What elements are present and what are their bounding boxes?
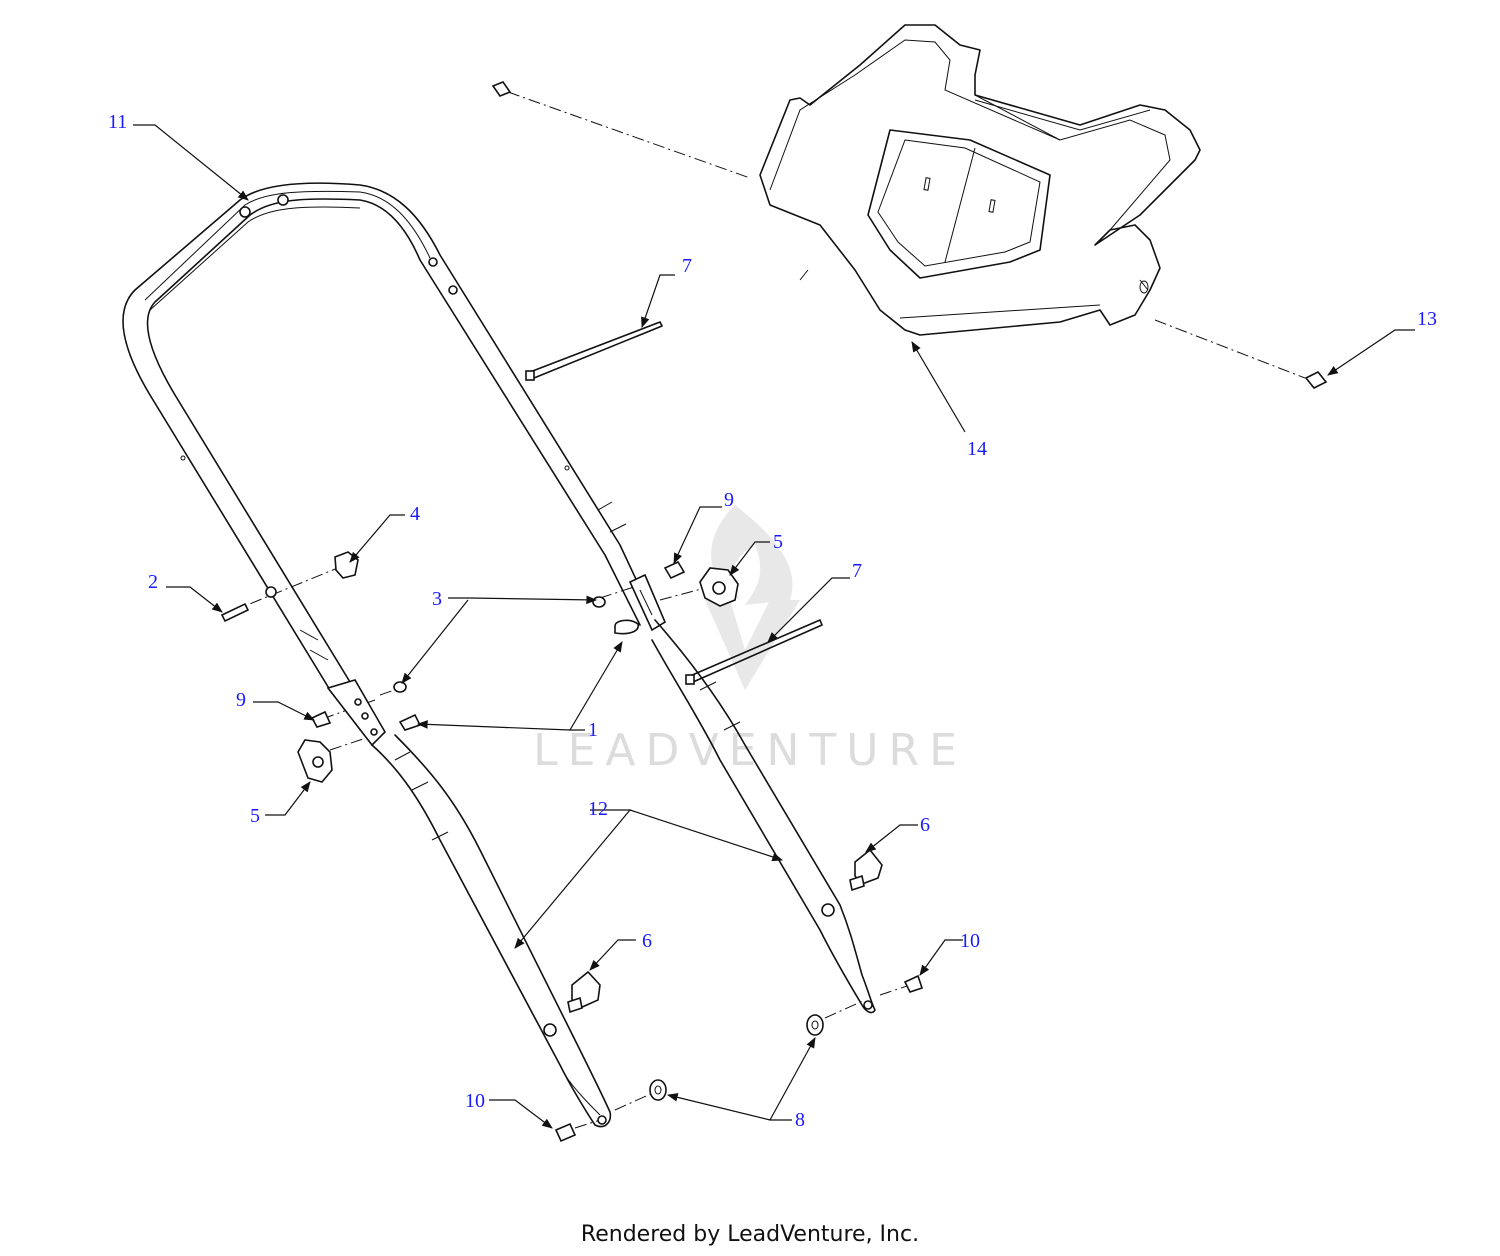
callout-7-lower: 7: [852, 560, 862, 582]
callout-5-left: 5: [250, 805, 260, 827]
callout-12: 12: [588, 798, 608, 820]
watermark: LEADVENTURE: [533, 505, 967, 776]
render-credit: Rendered by LeadVenture, Inc.: [580, 1222, 920, 1247]
callout-11: 11: [108, 111, 127, 133]
callout-6-right: 6: [920, 814, 930, 836]
callout-1: 1: [588, 719, 598, 741]
cable-tie-upper: [525, 321, 663, 381]
callout-9-left: 9: [236, 689, 246, 711]
lower-handle: [371, 619, 876, 1128]
callout-9-right: 9: [724, 489, 734, 511]
upper-handle: [122, 182, 667, 747]
leader-lines: [133, 124, 1415, 1129]
callout-7-upper: 7: [682, 255, 692, 277]
callout-10-left: 10: [465, 1090, 485, 1112]
console-cover: [759, 24, 1201, 336]
callout-labels: 1 2 3 4 5 5 6 6 7 7 8 9 9 10 10 11 12 13…: [108, 111, 1437, 1131]
callout-4: 4: [410, 503, 420, 525]
callout-5-right: 5: [773, 531, 783, 553]
callout-8: 8: [795, 1109, 805, 1131]
callout-3: 3: [432, 588, 442, 610]
callout-14: 14: [967, 438, 987, 460]
callout-13: 13: [1417, 308, 1437, 330]
callout-10-right: 10: [960, 930, 980, 952]
callout-2: 2: [148, 571, 158, 593]
callout-6-left: 6: [642, 930, 652, 952]
watermark-brand: LEADVENTURE: [533, 725, 967, 776]
